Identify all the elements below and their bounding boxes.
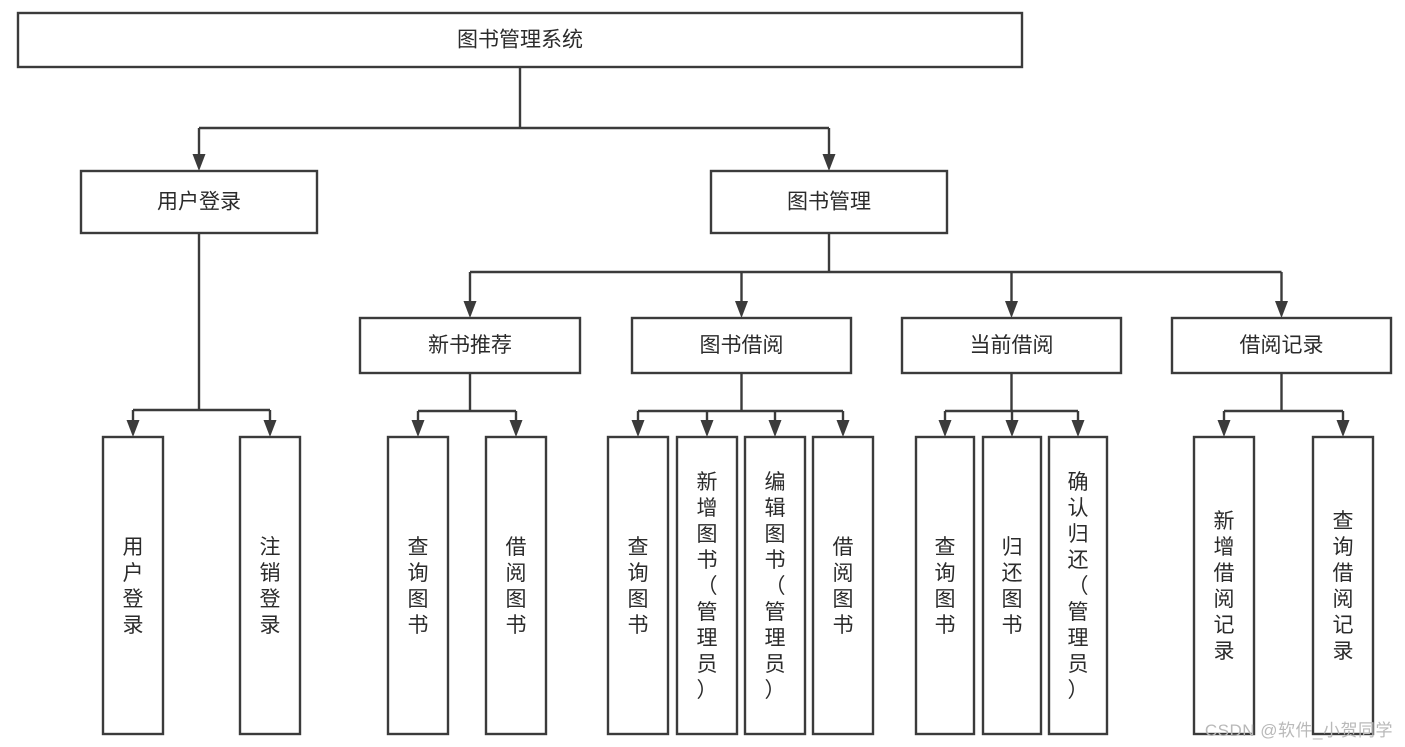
node-box [981,435,1043,736]
node-box [1170,316,1393,375]
node-label: 确认归还（管理员） [1068,471,1089,702]
node-leaf_2[interactable]: 查询图书 [386,435,450,736]
node-label: 借阅图书 [833,536,854,637]
node-label: 查询图书 [935,536,956,637]
node-box [1192,435,1256,736]
node-box [386,435,450,736]
node-leaf_12[interactable]: 查询借阅记录 [1311,435,1375,736]
arrow-head-icon [263,420,277,437]
node-box [238,435,302,736]
node-leaf_8[interactable]: 查询图书 [914,435,976,736]
arrow-head-icon [836,420,850,437]
node-label: 图书借阅 [700,334,784,357]
node-label: 用户登录 [123,536,144,637]
arrow-head-icon [192,154,206,171]
arrow-head-icon [1005,420,1019,437]
node-box [743,435,807,736]
node-l2_1[interactable]: 图书管理 [709,169,949,235]
edges-layer [126,67,1350,437]
node-box [358,316,582,375]
arrow-head-icon [411,420,425,437]
node-leaf_10[interactable]: 确认归还（管理员） [1047,435,1109,736]
node-label: 注销登录 [260,536,281,637]
node-label: 归还图书 [1002,536,1023,637]
arrow-head-icon [735,301,748,318]
node-box [79,169,319,235]
node-l2_0[interactable]: 用户登录 [79,169,319,235]
arrow-head-icon [1071,420,1085,437]
node-label: 图书管理 [787,191,871,214]
node-box [709,169,949,235]
node-l3_3[interactable]: 借阅记录 [1170,316,1393,375]
arrow-head-icon [768,420,782,437]
node-leaf_3[interactable]: 借阅图书 [484,435,548,736]
arrow-head-icon [1005,301,1018,318]
node-box [630,316,853,375]
node-label: 图书管理系统 [457,29,583,52]
arrow-head-icon [1275,301,1288,318]
node-l3_2[interactable]: 当前借阅 [900,316,1123,375]
node-box [484,435,548,736]
node-box [1311,435,1375,736]
node-leaf_6[interactable]: 编辑图书（管理员） [743,435,807,736]
node-leaf_11[interactable]: 新增借阅记录 [1192,435,1256,736]
node-label: 用户登录 [157,191,241,214]
node-leaf_1[interactable]: 注销登录 [238,435,302,736]
node-label: 编辑图书（管理员） [765,471,786,702]
arrow-head-icon [700,420,714,437]
node-leaf_5[interactable]: 新增图书（管理员） [675,435,739,736]
node-label: 新增图书（管理员） [697,471,718,702]
nodes-layer: 图书管理系统用户登录图书管理新书推荐图书借阅当前借阅借阅记录用户登录注销登录查询… [16,11,1393,736]
node-label: 借阅记录 [1240,334,1324,357]
node-leaf_9[interactable]: 归还图书 [981,435,1043,736]
arrow-head-icon [631,420,645,437]
node-box [900,316,1123,375]
arrow-head-icon [509,420,523,437]
node-label: 借阅图书 [506,536,527,637]
node-box [606,435,670,736]
node-box [16,11,1024,69]
arrow-head-icon [126,420,140,437]
node-leaf_7[interactable]: 借阅图书 [811,435,875,736]
arrow-head-icon [463,301,477,318]
node-label: 查询图书 [628,536,649,637]
node-root[interactable]: 图书管理系统 [16,11,1024,69]
arrow-head-icon [822,154,836,171]
node-box [101,435,165,736]
node-leaf_0[interactable]: 用户登录 [101,435,165,736]
node-box [811,435,875,736]
node-box [1047,435,1109,736]
node-label: 新增借阅记录 [1214,510,1235,663]
node-box [914,435,976,736]
arrow-head-icon [938,420,952,437]
node-box [675,435,739,736]
node-label: 新书推荐 [428,334,512,357]
node-label: 当前借阅 [970,334,1054,357]
node-l3_1[interactable]: 图书借阅 [630,316,853,375]
arrow-head-icon [1336,420,1350,437]
node-label: 查询借阅记录 [1333,510,1354,663]
node-l3_0[interactable]: 新书推荐 [358,316,582,375]
arrow-head-icon [1217,420,1231,437]
node-label: 查询图书 [408,536,429,637]
node-leaf_4[interactable]: 查询图书 [606,435,670,736]
